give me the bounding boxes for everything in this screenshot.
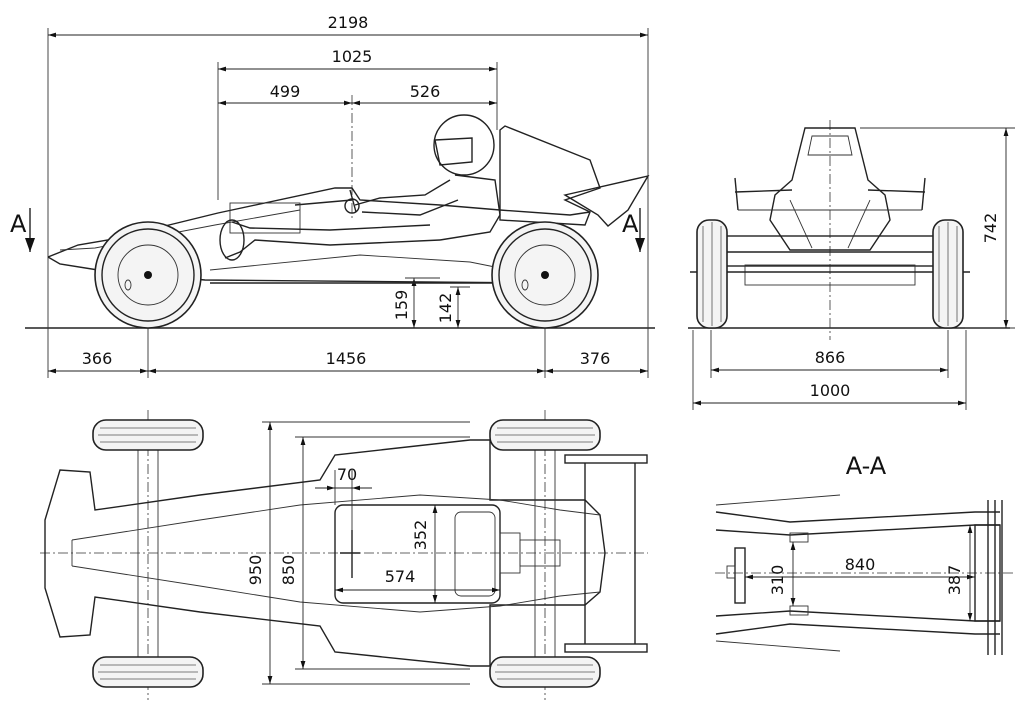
top-rear-left-tire	[489, 419, 601, 451]
top-body-outline	[44, 439, 606, 667]
section-marker-left: A	[10, 210, 27, 238]
rear-wheel-side	[491, 221, 599, 329]
text-seat-width: 352	[411, 520, 430, 551]
top-view: 950 850 70 352 574	[40, 410, 648, 700]
text-rear-overhang: 376	[580, 349, 611, 368]
text-overall-width: 1000	[810, 381, 851, 400]
side-view: 2198 1025 499 526 366 1456 376 159 142 A…	[10, 13, 655, 378]
front-view: 742 866 1000	[688, 120, 1015, 410]
front-left-tire	[696, 219, 728, 329]
text-rear-part: 526	[410, 82, 441, 101]
text-height: 742	[981, 213, 1000, 244]
text-clearance-front: 159	[392, 290, 411, 321]
text-front-part: 499	[270, 82, 301, 101]
top-cockpit	[334, 504, 501, 604]
section-aa: A-A 310 840 387	[715, 452, 1015, 655]
top-rear-right-tire	[489, 656, 601, 688]
top-front-right-tire	[92, 656, 204, 688]
section-title: A-A	[846, 452, 887, 480]
driver-foot	[219, 219, 245, 261]
section-marker-right: A	[622, 210, 639, 238]
front-wheel-side	[94, 221, 202, 329]
text-width-inner: 850	[279, 555, 298, 586]
section-upper-rail	[715, 511, 1000, 523]
top-front-left-tire	[92, 419, 204, 451]
text-wheelbase: 1456	[326, 349, 367, 368]
text-overall-length: 2198	[328, 13, 369, 32]
side-body-top	[47, 187, 591, 258]
text-front-overhang: 366	[82, 349, 113, 368]
text-width-outer: 950	[246, 555, 265, 586]
text-section-length: 840	[845, 555, 876, 574]
text-track: 866	[815, 348, 846, 367]
side-engine-cover	[499, 125, 601, 226]
text-cockpit-length: 1025	[332, 47, 373, 66]
driver-figure	[219, 114, 501, 261]
text-seat-offset: 70	[337, 465, 357, 484]
text-section-inner: 310	[768, 565, 787, 596]
section-front-plate	[734, 547, 746, 604]
section-lower-rail	[715, 623, 1000, 635]
text-section-outer: 387	[945, 565, 964, 596]
visor	[434, 137, 473, 166]
text-clearance-rear: 142	[436, 293, 455, 324]
side-rear-wing	[563, 174, 650, 227]
helmet	[433, 114, 495, 176]
front-right-tire	[932, 219, 964, 329]
text-seat-length: 574	[385, 567, 416, 586]
